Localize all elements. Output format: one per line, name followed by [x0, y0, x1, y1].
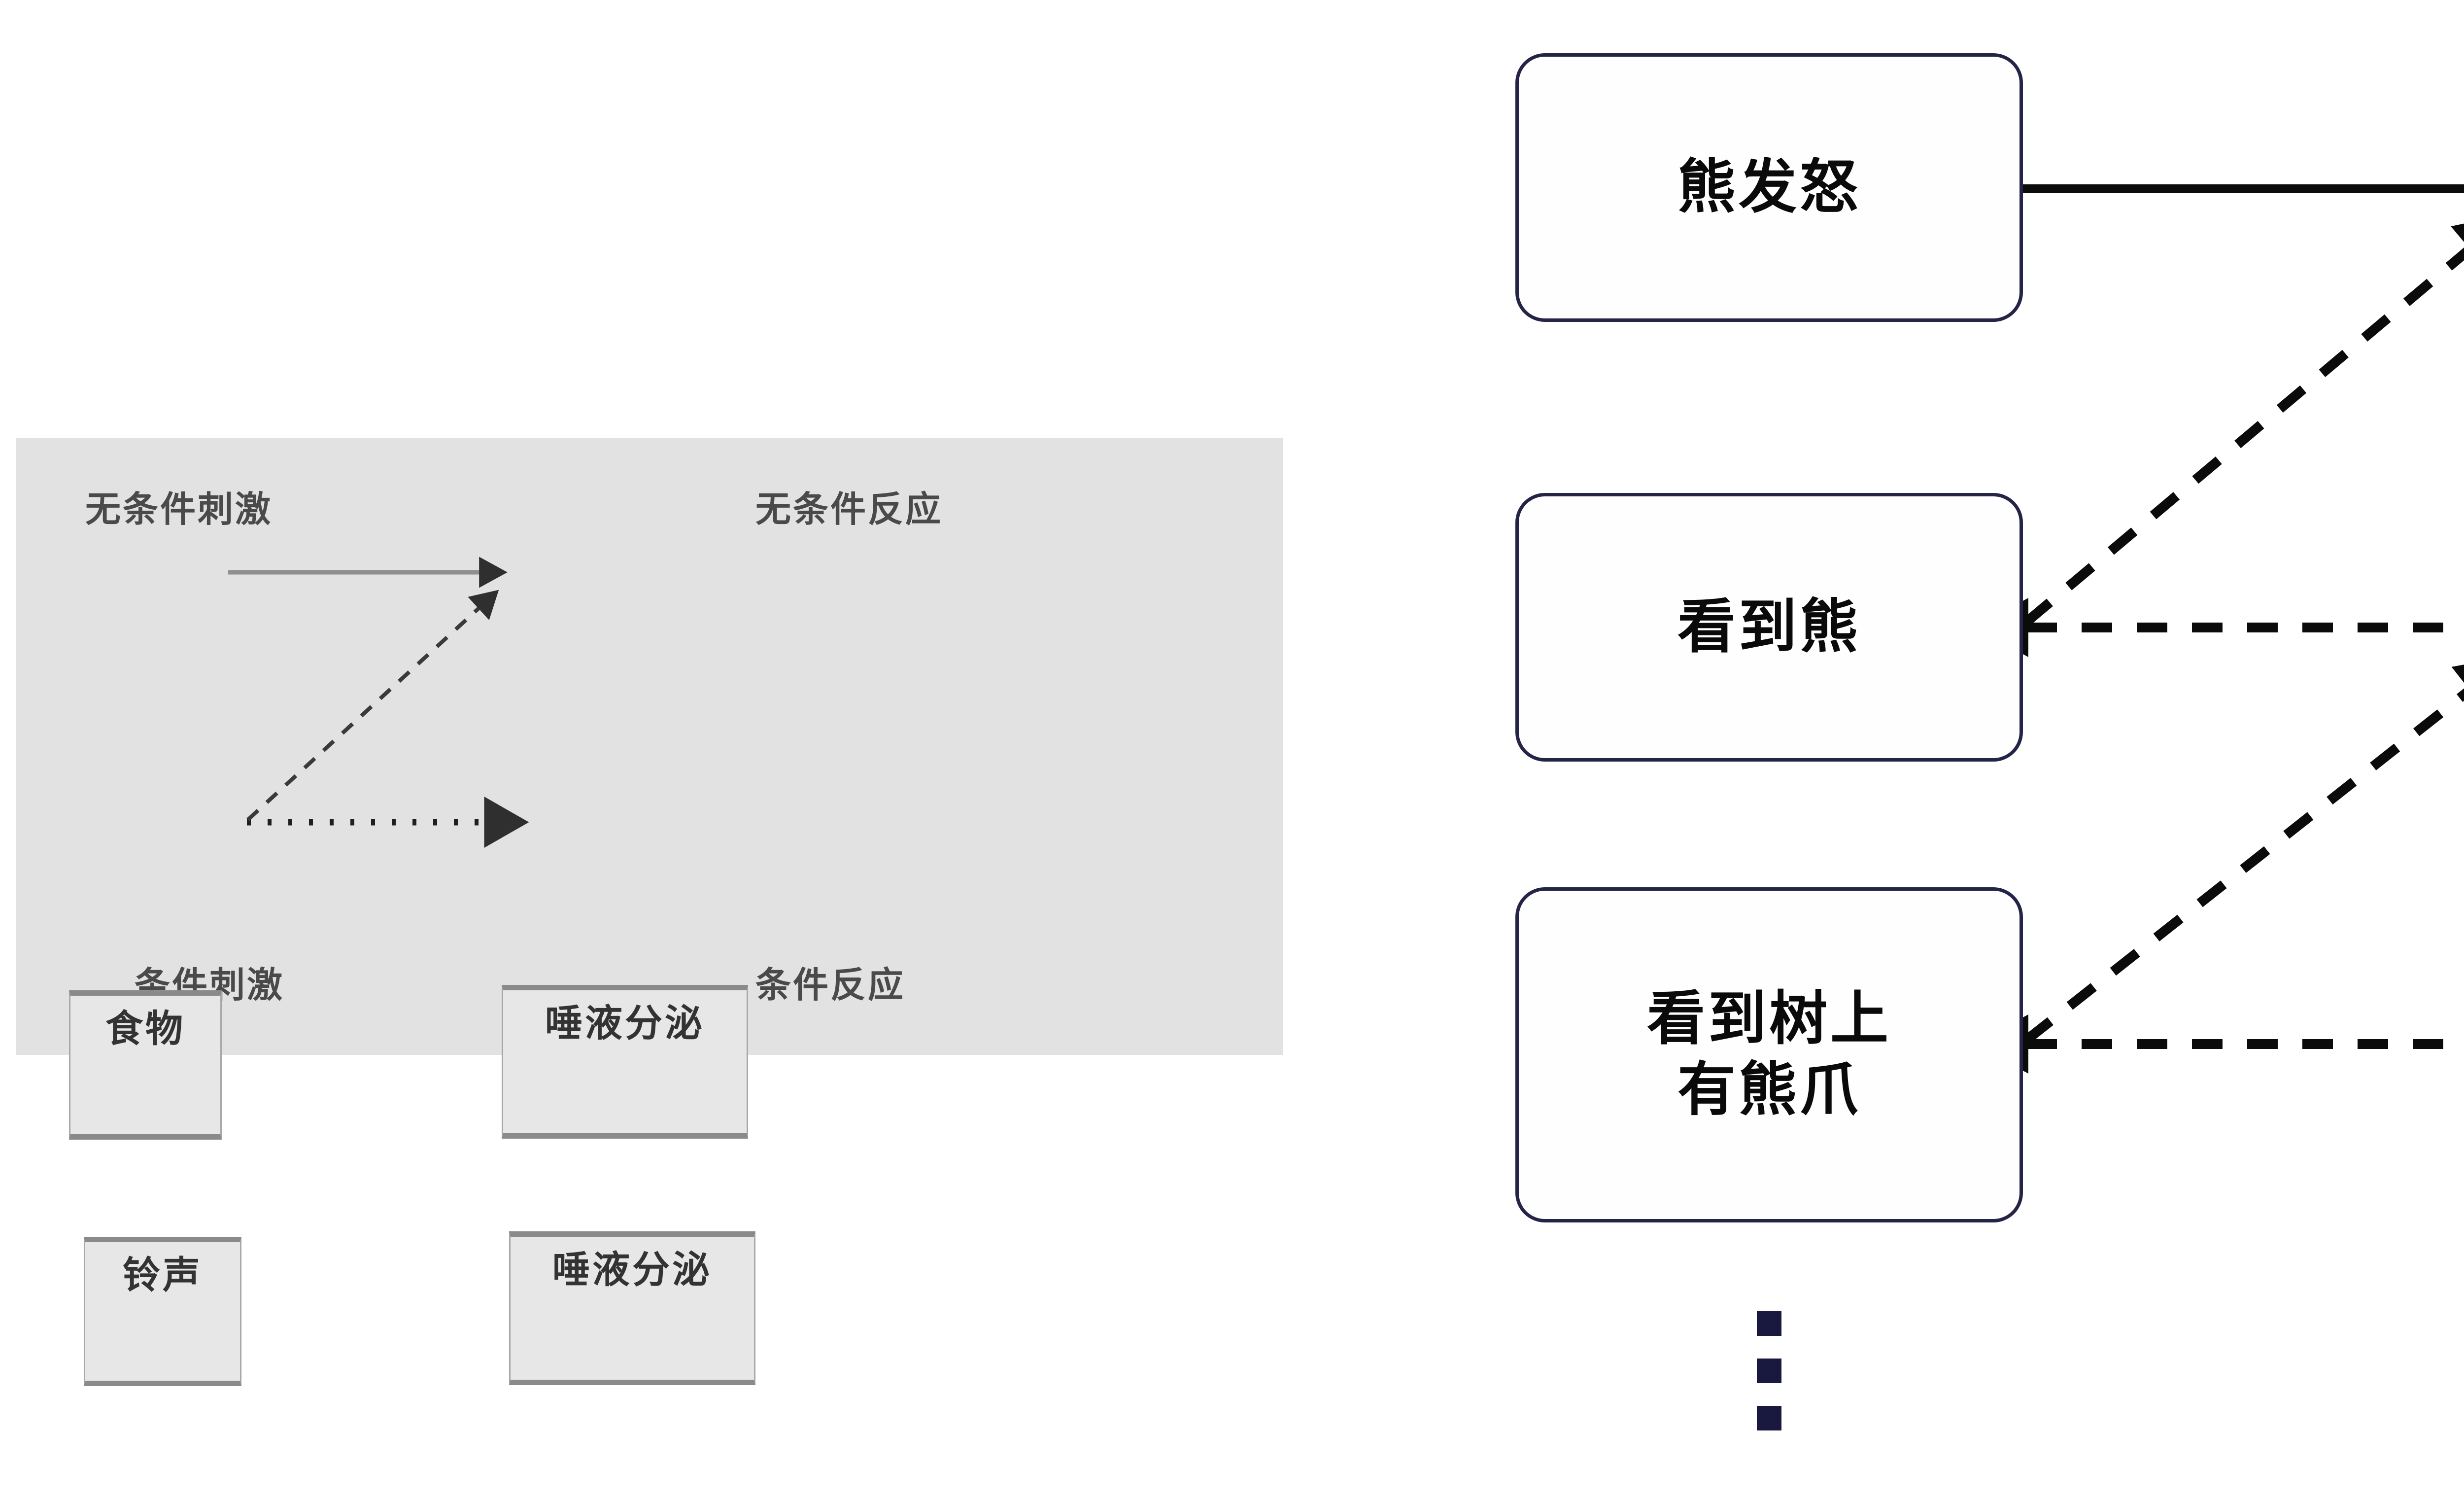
node-see-bear-claw-on-tree[interactable]: 看到树上 有熊爪 — [1515, 887, 2023, 1222]
ellipsis-stimulus-column — [1757, 1311, 1781, 1430]
node-bear-angry-label: 熊发怒 — [1677, 154, 1861, 220]
cc-box-salivation-bottom-label: 唾液分泌 — [552, 1249, 712, 1291]
connector-see-bear-to-reward — [2023, 213, 2464, 626]
ellipsis-square — [1757, 1311, 1781, 1336]
cc-box-salivation-bottom: 唾液分泌 — [509, 1231, 755, 1385]
classical-conditioning-connectors — [228, 557, 529, 848]
cc-box-salivation-top-label: 唾液分泌 — [545, 1003, 705, 1045]
node-see-bear[interactable]: 看到熊 — [1515, 493, 2023, 762]
ellipsis-square — [1757, 1406, 1781, 1430]
node-see-bear-label: 看到熊 — [1677, 594, 1861, 660]
caption-unconditioned-stimulus: 无条件刺激 — [85, 490, 273, 529]
node-bear-angry[interactable]: 熊发怒 — [1515, 53, 2023, 322]
cc-box-food: 食物 — [69, 990, 222, 1140]
classical-conditioning-panel: 无条件刺激 无条件反应 条件刺激 条件反应 食物 铃声 唾液分泌 唾液分泌 — [16, 438, 1283, 1386]
cc-box-food-label: 食物 — [105, 1008, 185, 1050]
cc-box-bell-label: 铃声 — [123, 1255, 203, 1296]
cc-box-salivation-top: 唾液分泌 — [502, 985, 748, 1139]
cc-box-bell: 铃声 — [84, 1237, 241, 1386]
connector-bell-to-salivation-top — [246, 590, 499, 821]
caption-unconditioned-response: 无条件反应 — [755, 490, 943, 529]
node-see-bear-claw-on-tree-label: 看到树上 有熊爪 — [1646, 986, 1891, 1122]
caption-conditioned-response: 条件反应 — [755, 966, 906, 1005]
ellipsis-square — [1757, 1359, 1781, 1383]
connector-claw-to-vsprime — [2023, 656, 2464, 1044]
